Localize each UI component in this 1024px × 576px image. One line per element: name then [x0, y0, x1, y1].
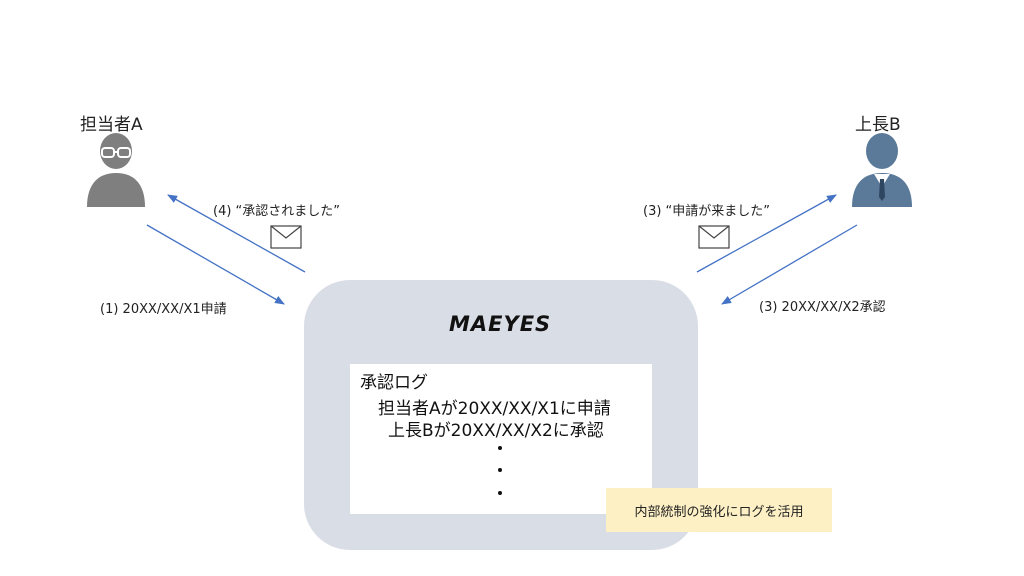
step1-label: (1) 20XX/XX/X1申請: [100, 302, 227, 317]
approval-log-panel: 承認ログ 担当者Aが20XX/XX/X1に申請 上長Bが20XX/XX/X2に承…: [350, 364, 652, 514]
person-b-label: 上長B: [855, 115, 901, 135]
arrow-step3-notify: [696, 194, 837, 273]
ellipsis-dot: [498, 468, 502, 472]
person-with-glasses-icon: [87, 133, 145, 207]
step4-label: (4) “承認されました”: [213, 204, 341, 219]
step3-notify-label: (3) “申請が来ました”: [643, 204, 771, 219]
log-title: 承認ログ: [360, 373, 428, 393]
ellipsis-dot: [498, 491, 502, 495]
log-entry: 担当者Aが20XX/XX/X1に申請: [378, 399, 611, 419]
arrow-step1: [146, 224, 285, 305]
log-entry: 上長Bが20XX/XX/X2に承認: [388, 421, 604, 441]
step3-approve-label: (3) 20XX/XX/X2承認: [759, 300, 886, 315]
envelope-icon: [270, 225, 302, 249]
person-a-label: 担当者A: [80, 115, 143, 135]
callout-note: 内部統制の強化にログを活用: [606, 488, 832, 532]
arrow-step3-approve: [721, 224, 858, 305]
envelope-icon: [698, 225, 730, 249]
businessman-icon: [852, 133, 912, 207]
arrow-step4: [167, 194, 306, 273]
ellipsis-dot: [498, 446, 502, 450]
maeyes-logo: MAEYES: [449, 312, 552, 336]
